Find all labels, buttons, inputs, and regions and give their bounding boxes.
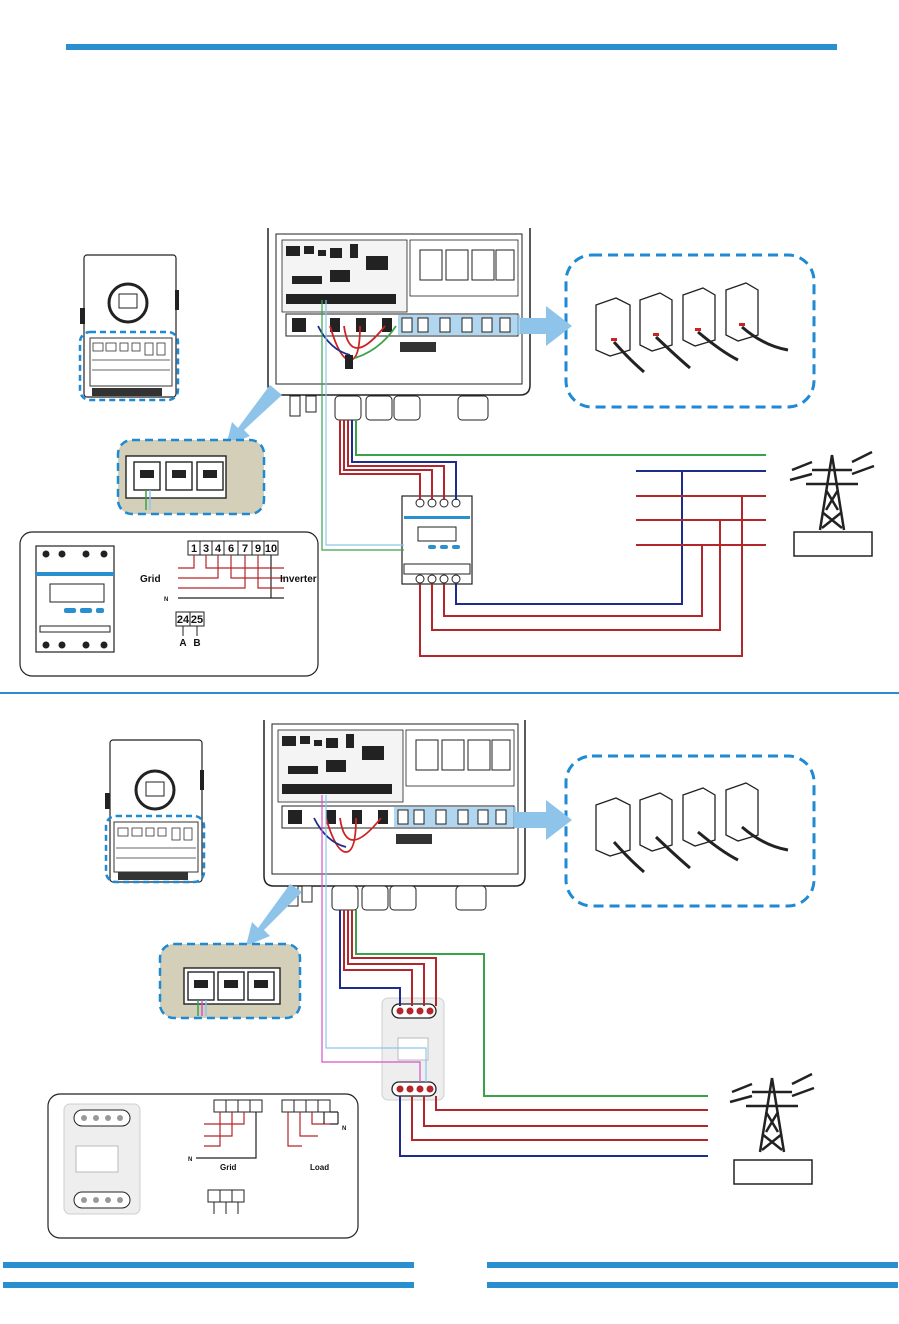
- rj45-panel-top: [118, 440, 264, 514]
- terminal-25: 25: [191, 614, 203, 626]
- arrow-to-ct-top: [520, 306, 572, 346]
- footer-bars: [3, 1262, 898, 1288]
- inverter-thumbnail-bottom: [105, 740, 204, 882]
- inverter-wiring-bay-top: [268, 228, 530, 420]
- terminal-10: 10: [265, 543, 277, 555]
- terminal-4: 4: [215, 543, 222, 555]
- rj45-panel-bottom: [160, 944, 300, 1018]
- n-label-top: N: [164, 597, 168, 603]
- meter-legend-bottom: N N Grid Load: [48, 1094, 358, 1238]
- inverter-wiring-bay-bottom: [264, 720, 525, 910]
- terminal-9: 9: [255, 543, 261, 555]
- arrow-to-rj45-bottom: [246, 884, 302, 946]
- grid-label-top: Grid: [140, 574, 161, 585]
- rs485-a: A: [179, 638, 186, 649]
- terminal-24: 24: [177, 614, 190, 626]
- rs485-b: B: [193, 638, 200, 649]
- terminal-7: 7: [242, 543, 248, 555]
- n-label-bottom-grid: N: [188, 1157, 192, 1163]
- inverter-thumbnail: [80, 255, 179, 400]
- terminal-1: 1: [191, 543, 197, 555]
- inverter-label: Inverter: [280, 574, 317, 585]
- n-label-bottom-load: N: [342, 1126, 346, 1132]
- arrow-to-rj45-top: [226, 385, 282, 446]
- energy-meter-top: [402, 496, 472, 584]
- energy-meter-bottom: [382, 998, 444, 1100]
- terminal-6: 6: [228, 543, 234, 555]
- meter-legend-top: 1 3 4 6 7 9 10 Grid Inverter N 24 25 A B: [20, 532, 318, 676]
- ct-clamps-top: [566, 255, 814, 407]
- ct-clamps-bottom: [566, 756, 814, 906]
- power-pylon-icon-bottom: [730, 1074, 814, 1184]
- load-label: Load: [310, 1163, 329, 1172]
- header-bar: [66, 44, 837, 50]
- terminal-3: 3: [203, 543, 209, 555]
- grid-label-bottom: Grid: [220, 1163, 237, 1172]
- power-pylon-icon-top: [790, 452, 874, 556]
- arrow-to-ct-bottom: [514, 800, 572, 840]
